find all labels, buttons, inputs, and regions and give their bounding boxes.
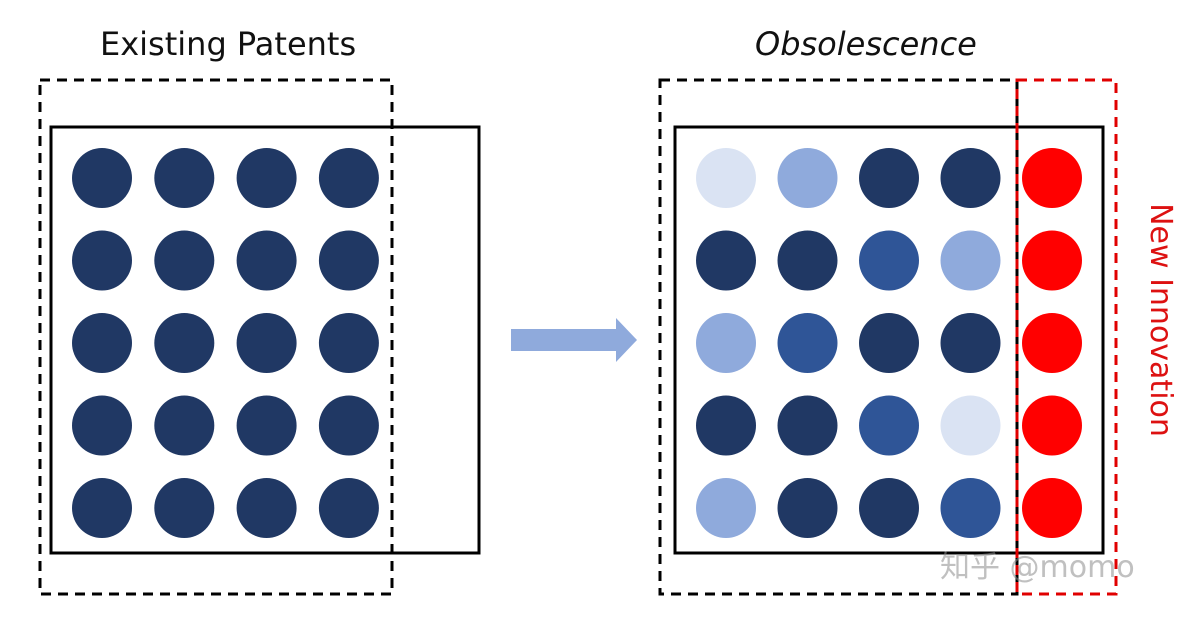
right-arrow-icon (511, 318, 637, 362)
left-dot-grid (72, 148, 379, 538)
new-innovation-label: New Innovation (1143, 203, 1178, 437)
right-dot-r4-c1-dark (696, 395, 756, 456)
left-dot-r1-c2-dark (154, 148, 215, 208)
right-dot-r5-c4-medium (940, 478, 1001, 538)
left-dot-r2-c2-dark (154, 230, 215, 291)
right-dot-r2-c4-light (940, 230, 1001, 291)
right-dot-r2-c1-dark (696, 230, 756, 291)
right-dot-r5-c2-dark (777, 478, 838, 538)
right-dot-grid (696, 148, 1082, 538)
left-dot-r4-c4-dark (318, 395, 379, 456)
left-dot-r1-c4-dark (318, 148, 379, 208)
left-dot-r4-c3-dark (236, 395, 297, 456)
right-dot-r5-c1-light (696, 478, 756, 538)
right-solid-frame (673, 125, 1105, 555)
left-dot-r3-c3-dark (236, 313, 297, 373)
right-dot-r1-c1-faint (696, 148, 756, 208)
left-dot-r4-c2-dark (154, 395, 215, 456)
right-dot-r2-c3-medium (859, 230, 919, 291)
right-dot-r3-c5-new (1022, 313, 1082, 373)
right-dot-r4-c3-medium (859, 395, 919, 456)
left-dot-r2-c1-dark (72, 230, 132, 291)
watermark: 知乎 @momo (940, 550, 1135, 585)
left-dot-r3-c1-dark (72, 313, 132, 373)
right-dot-r1-c3-dark (859, 148, 919, 208)
right-dot-r3-c2-medium (777, 313, 838, 373)
right-dot-r5-c3-dark (859, 478, 919, 538)
left-dot-r2-c4-dark (318, 230, 379, 291)
existing-patents-title: Existing Patents (100, 25, 357, 63)
left-dot-r5-c4-dark (318, 478, 379, 538)
right-dot-r2-c2-dark (777, 230, 838, 291)
left-solid-frame (49, 125, 481, 555)
right-dot-r5-c5-new (1022, 478, 1082, 538)
left-dot-r5-c2-dark (154, 478, 215, 538)
right-dot-r4-c2-dark (777, 395, 838, 456)
left-dashed-frame (38, 78, 394, 596)
left-dot-r1-c3-dark (236, 148, 297, 208)
right-dot-r3-c1-light (696, 313, 756, 373)
right-dot-r1-c2-light (777, 148, 838, 208)
obsolescence-title: Obsolescence (755, 25, 977, 63)
left-dot-r5-c3-dark (236, 478, 297, 538)
left-dot-r1-c1-dark (72, 148, 132, 208)
left-dot-r3-c4-dark (318, 313, 379, 373)
right-dot-r1-c5-new (1022, 148, 1082, 208)
right-dot-r4-c5-new (1022, 395, 1082, 456)
right-dot-r1-c4-dark (940, 148, 1001, 208)
left-dot-r3-c2-dark (154, 313, 215, 373)
right-dot-r2-c5-new (1022, 230, 1082, 291)
right-dot-r4-c4-faint (940, 395, 1001, 456)
new-innovation-dashed-frame (1015, 78, 1118, 596)
left-dot-r4-c1-dark (72, 395, 132, 456)
left-dot-r5-c1-dark (72, 478, 132, 538)
left-dot-r2-c3-dark (236, 230, 297, 291)
right-dot-r3-c3-dark (859, 313, 919, 373)
right-dot-r3-c4-dark (940, 313, 1001, 373)
